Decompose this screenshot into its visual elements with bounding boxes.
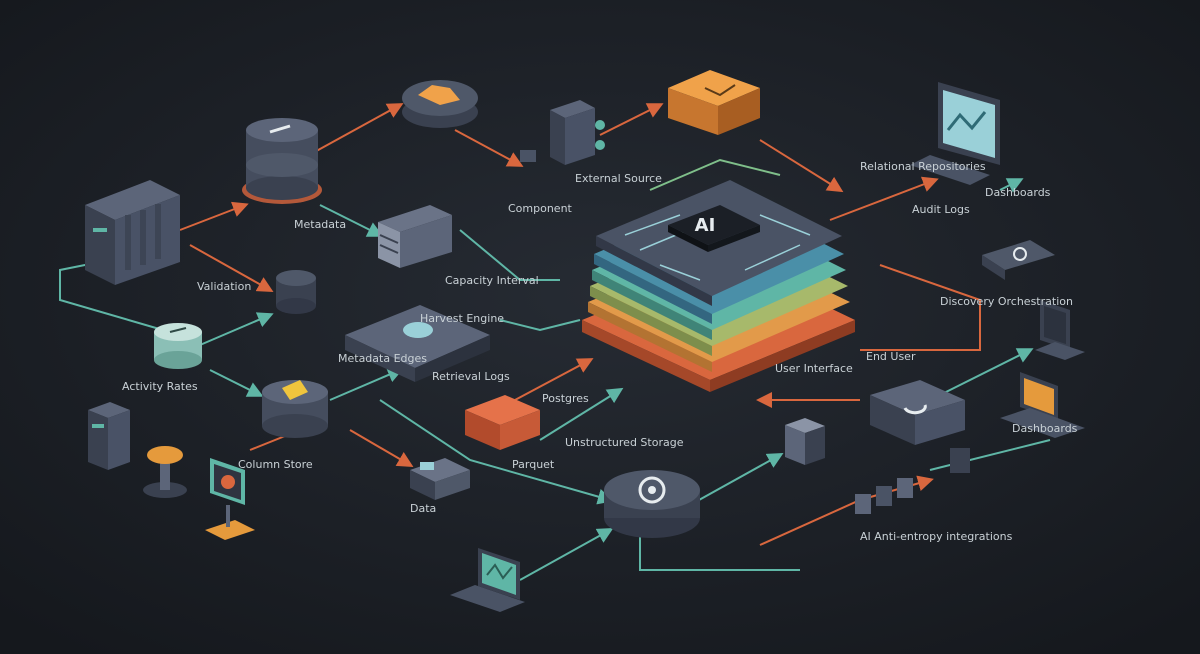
column-store-cylinder-icon	[262, 380, 328, 438]
label-external-source: External Source	[575, 172, 662, 185]
label-postgres: Postgres	[542, 392, 589, 405]
data-device-icon	[410, 458, 470, 500]
right-storage-icon	[785, 418, 825, 465]
storage-server-icon	[378, 205, 452, 268]
label-unstructured-storage: Unstructured Storage	[565, 436, 684, 449]
labels: Metadata Validation Activity Rates Colum…	[122, 160, 1078, 543]
sync-node-icon	[870, 380, 965, 445]
label-metadata: Metadata	[294, 218, 346, 231]
cloud-node-icon	[402, 80, 478, 128]
label-harvest-engine: Harvest Engine	[420, 312, 504, 325]
sign-panel-icon	[205, 458, 255, 540]
label-discovery-orchestration: Discovery Orchestration	[940, 295, 1073, 308]
orange-box-icon	[668, 70, 760, 135]
label-end-user: End User	[866, 350, 916, 363]
label-validation: Validation	[197, 280, 251, 293]
label-dashboards: Dashboards	[985, 186, 1051, 199]
right-laptop-icon	[1000, 372, 1085, 438]
small-monitor-icon	[1035, 300, 1085, 360]
database-icon	[242, 118, 322, 204]
label-column-store: Column Store	[238, 458, 313, 471]
ai-layer-stack: AI	[582, 180, 855, 392]
label-user-interface: User Interface	[775, 362, 853, 375]
label-anti-entropy-integrations: AI Anti-entropy integrations	[860, 530, 1013, 543]
label-relational-repositories: Relational Repositories	[860, 160, 986, 173]
laptop-icon	[450, 548, 525, 612]
orange-node-icon	[143, 446, 187, 498]
label-retrieval-logs: Retrieval Logs	[432, 370, 510, 383]
small-database-icon	[276, 270, 316, 314]
server-rack-icon	[85, 180, 180, 285]
teal-database-icon	[154, 323, 202, 369]
search-box-icon	[982, 240, 1055, 280]
ai-chip-label: AI	[695, 215, 716, 236]
label-capacity-interval: Capacity Interval	[445, 274, 539, 287]
brick-stack-icon	[465, 395, 540, 450]
label-audit-logs: Audit Logs	[912, 203, 970, 216]
small-server-icon	[520, 100, 605, 165]
label-component: Component	[508, 202, 573, 215]
monitor-icon	[910, 82, 1000, 185]
label-dashboard-panel: Dashboards	[1012, 422, 1078, 435]
label-parquet: Parquet	[512, 458, 555, 471]
kiosk-icon	[88, 402, 130, 470]
processor-board-icon	[345, 305, 490, 382]
label-metadata-edges: Metadata Edges	[338, 352, 427, 365]
central-hub-icon	[604, 470, 700, 538]
label-activity-rates: Activity Rates	[122, 380, 198, 393]
label-data: Data	[410, 502, 436, 515]
integration-devices-icon	[855, 448, 970, 514]
